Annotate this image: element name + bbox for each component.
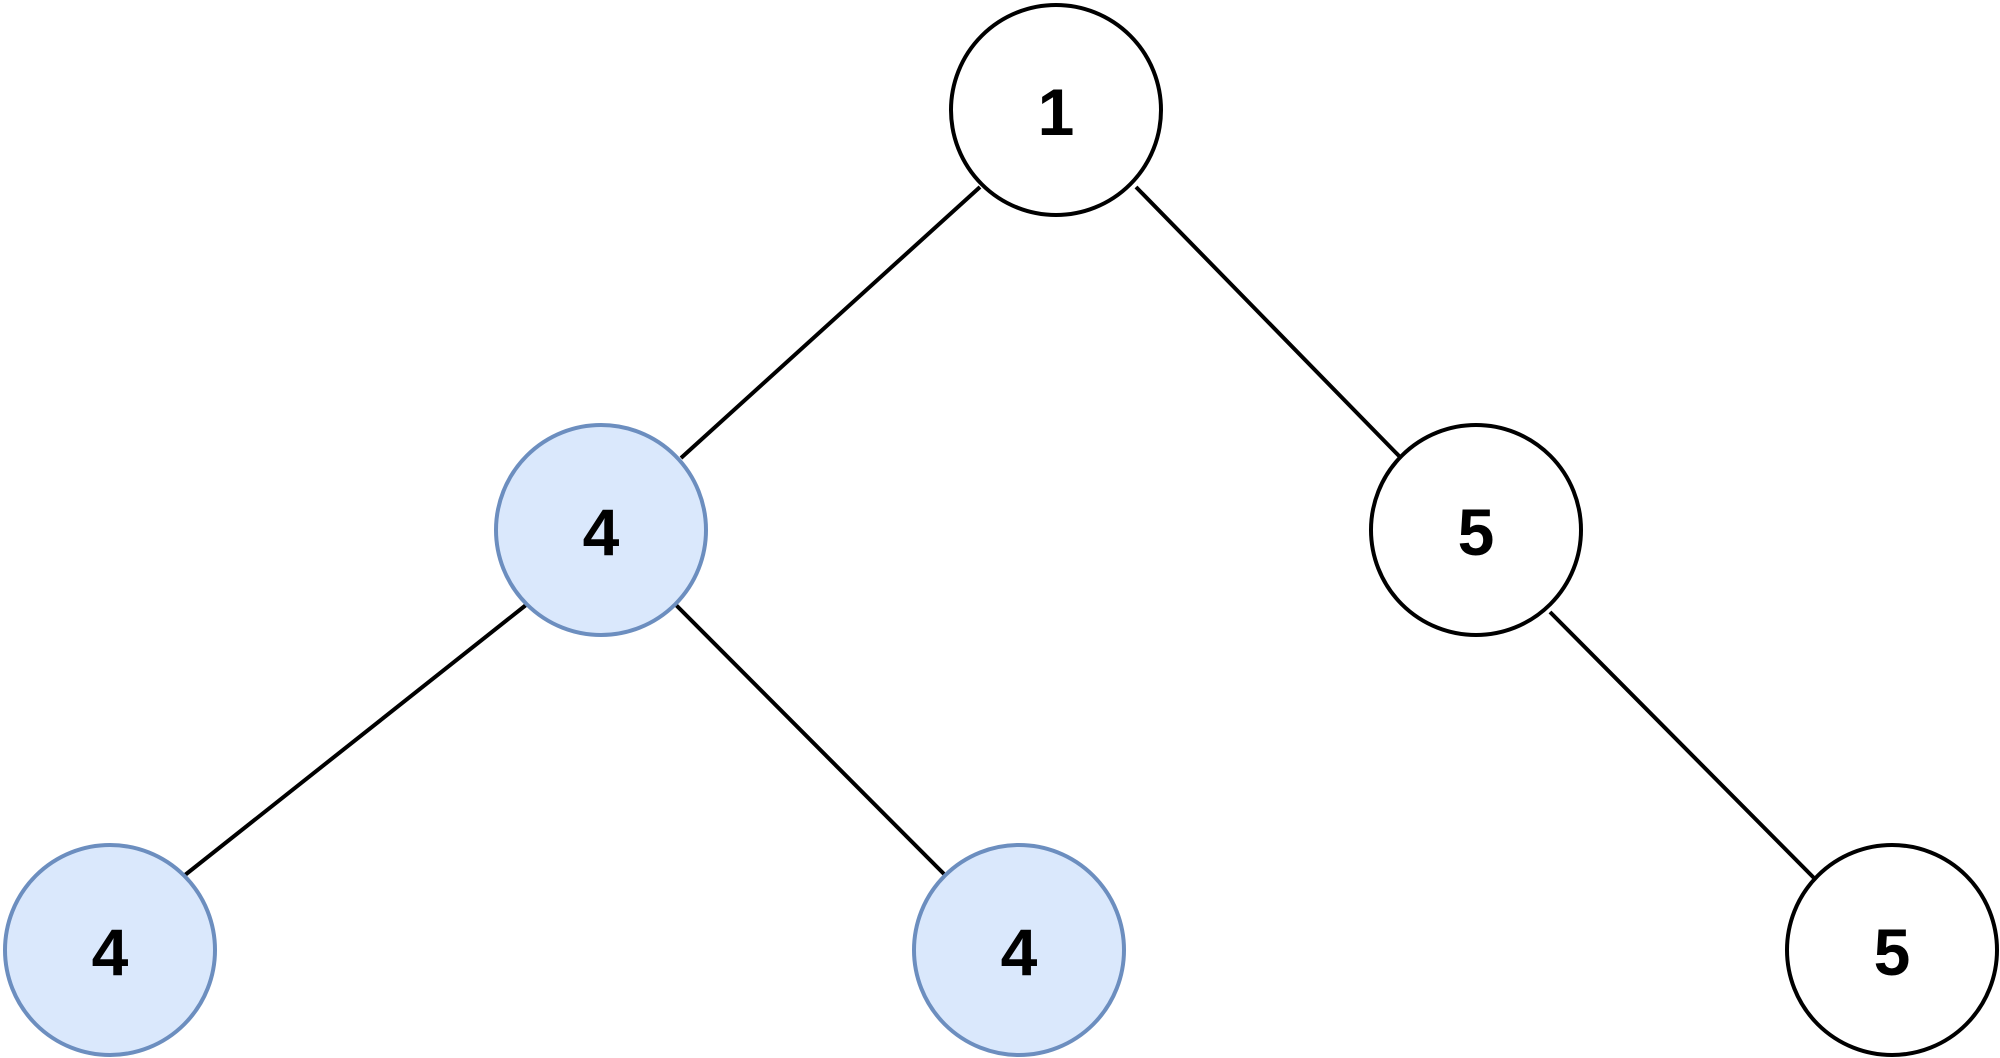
node-circle xyxy=(949,3,1163,217)
node-value: 5 xyxy=(1458,495,1495,569)
tree-node-right: 5 xyxy=(1369,423,1583,637)
node-value: 5 xyxy=(1874,915,1911,989)
node-value: 1 xyxy=(1038,75,1075,149)
node-circle xyxy=(494,423,708,637)
edge-root-left xyxy=(679,185,982,460)
node-value: 4 xyxy=(583,495,620,569)
tree-node-left-left: 4 xyxy=(3,843,217,1057)
tree-node-right-right: 5 xyxy=(1785,843,1999,1057)
tree-edges xyxy=(183,185,1818,882)
edge-root-right xyxy=(1134,185,1403,460)
edge-right-rightright xyxy=(1548,610,1818,882)
tree-node-left-right: 4 xyxy=(912,843,1126,1057)
node-circle xyxy=(912,843,1126,1057)
node-circle xyxy=(3,843,217,1057)
tree-node-root: 1 xyxy=(949,3,1163,217)
node-circle xyxy=(1785,843,1999,1057)
tree-node-left: 4 xyxy=(494,423,708,637)
node-value: 4 xyxy=(92,915,129,989)
node-circle xyxy=(1369,423,1583,637)
edge-left-leftleft xyxy=(183,603,528,877)
node-value: 4 xyxy=(1001,915,1038,989)
edge-left-leftright xyxy=(674,603,947,877)
